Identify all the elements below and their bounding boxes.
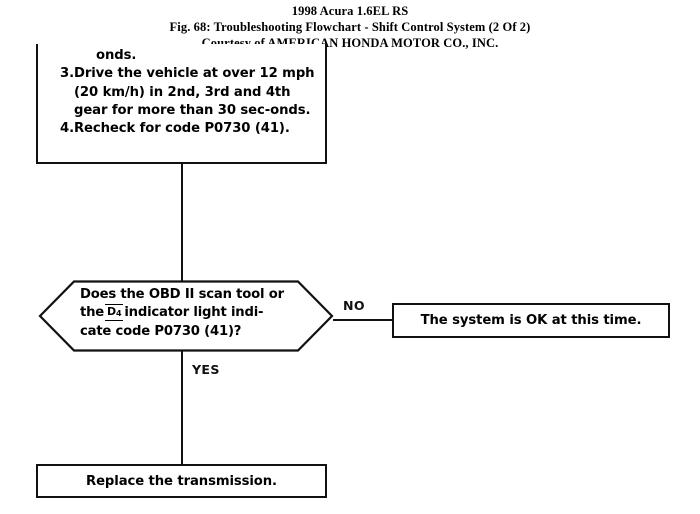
decision-line2-prefix: the xyxy=(80,305,105,321)
step-number: 4. xyxy=(60,121,74,137)
replace-transmission-label: Replace the transmission. xyxy=(86,473,277,489)
d4-letter: D xyxy=(107,305,116,319)
step-number: 3. xyxy=(60,66,74,82)
flow-node-system-ok: The system is OK at this time. xyxy=(392,303,670,338)
decision-question-line-1: Does the OBD II scan tool or xyxy=(80,287,284,302)
flow-node-instruction-steps: onds. 3. Drive the vehicle at over 12 mp… xyxy=(36,44,327,164)
instruction-step-item: 4. Recheck for code P0730 (41). xyxy=(46,120,319,138)
edge-label-yes: YES xyxy=(192,362,220,377)
decision-hexagon-shape xyxy=(38,280,334,352)
page-title-figure: Fig. 68: Troubleshooting Flowchart - Shi… xyxy=(169,20,531,34)
system-ok-label: The system is OK at this time. xyxy=(420,313,642,328)
instruction-step-item: 3. Drive the vehicle at over 12 mph (20 … xyxy=(46,65,319,120)
step-continuation-text: onds. xyxy=(96,48,137,63)
flow-node-replace-transmission: Replace the transmission. xyxy=(36,464,327,498)
instruction-steps-list: onds. 3. Drive the vehicle at over 12 mp… xyxy=(38,44,325,138)
connector-steps-to-decision xyxy=(181,163,183,281)
edge-label-no: NO xyxy=(343,298,365,313)
decision-line2-suffix: indicator light indi- xyxy=(124,305,264,321)
page-title-vehicle: 1998 Acura 1.6EL RS xyxy=(291,4,409,18)
step-text: Drive the vehicle at over 12 mph (20 km/… xyxy=(74,66,315,118)
connector-decision-to-ok xyxy=(333,319,393,321)
connector-decision-to-replace xyxy=(181,351,183,465)
d4-subscript: 4 xyxy=(115,309,122,319)
decision-question-line-3: cate code P0730 (41)? xyxy=(80,323,242,339)
d4-indicator-icon: D4 xyxy=(105,304,124,322)
step-text: Recheck for code P0730 (41). xyxy=(74,121,290,137)
